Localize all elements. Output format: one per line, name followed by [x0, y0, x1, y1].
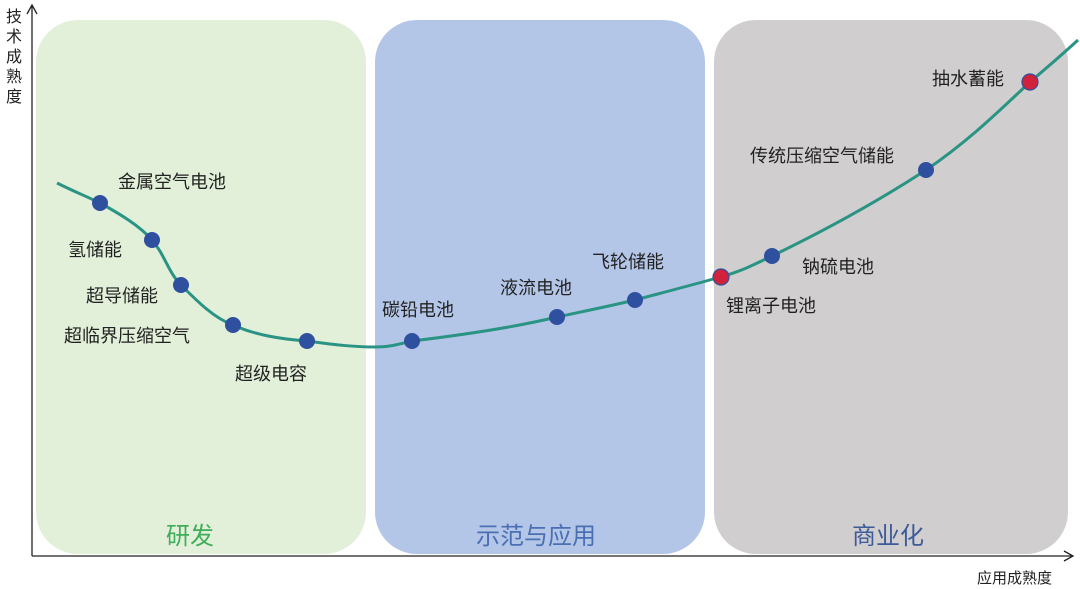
y-axis-label-1: 技 — [6, 7, 22, 26]
dot-supercapacitor — [299, 333, 315, 349]
dot-lead-carbon-battery — [404, 333, 420, 349]
label-flow-battery: 液流电池 — [500, 278, 572, 299]
label-lithium-ion-battery: 锂离子电池 — [726, 296, 816, 317]
dot-lithium-ion-battery — [712, 268, 730, 286]
y-axis-label-2: 术 — [6, 27, 22, 46]
x-axis-label: 应用成熟度 — [977, 569, 1052, 587]
maturity-curve — [56, 38, 1080, 349]
label-supercapacitor: 超级电容 — [235, 364, 307, 385]
label-compressed-air-storage: 传统压缩空气储能 — [750, 146, 894, 167]
dot-pumped-hydro — [1021, 73, 1039, 91]
label-lead-carbon-battery: 碳铅电池 — [382, 300, 454, 321]
label-metal-air-battery: 金属空气电池 — [118, 172, 226, 193]
label-superconducting-storage: 超导储能 — [86, 286, 158, 307]
label-sodium-sulfur-battery: 钠硫电池 — [802, 257, 874, 278]
y-axis-label-5: 度 — [6, 87, 22, 106]
label-supercritical-compressed-air: 超临界压缩空气 — [64, 326, 190, 347]
zone-label-demonstration: 示范与应用 — [476, 522, 596, 550]
y-axis-arrow-icon — [26, 3, 38, 15]
dot-flow-battery — [549, 309, 565, 325]
zone-research — [36, 20, 366, 554]
zone-label-research: 研发 — [166, 522, 214, 550]
dot-supercritical-compressed-air — [225, 317, 241, 333]
dot-hydrogen-storage — [144, 232, 160, 248]
zone-commercial — [714, 20, 1068, 554]
y-axis-label-4: 熟 — [6, 67, 22, 86]
label-hydrogen-storage: 氢储能 — [68, 240, 122, 261]
label-flywheel-storage: 飞轮储能 — [592, 252, 664, 273]
dot-superconducting-storage — [173, 277, 189, 293]
y-axis-label-3: 成 — [6, 47, 22, 66]
x-axis-arrow-icon — [1063, 550, 1075, 562]
dot-sodium-sulfur-battery — [764, 248, 780, 264]
zone-label-commercial: 商业化 — [852, 522, 924, 550]
zone-demonstration — [375, 20, 705, 554]
dot-compressed-air-storage — [918, 162, 934, 178]
dot-metal-air-battery — [92, 195, 108, 211]
label-pumped-hydro: 抽水蓄能 — [932, 69, 1004, 90]
dot-flywheel-storage — [627, 292, 643, 308]
